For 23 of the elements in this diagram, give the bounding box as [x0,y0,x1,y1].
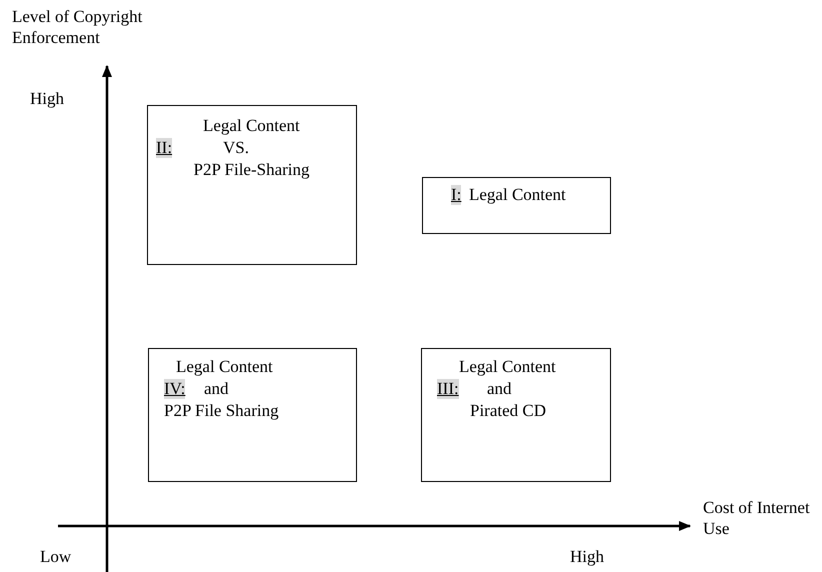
quadrant-text: P2P File-Sharing [194,160,310,180]
quadrant-numeral: III: [437,379,459,399]
quadrant-box [422,177,611,234]
axis-title: Level of Copyright Enforcement [12,6,144,48]
quadrant-text: Legal Content [176,357,273,377]
quadrant-box [148,348,357,482]
quadrant-text: P2P File Sharing [164,401,279,421]
quadrant-text: Legal Content [459,357,556,377]
quadrant-box [421,348,611,482]
quadrant-text: Pirated CD [470,401,546,421]
axis-title: Cost of Internet Use [703,497,811,539]
quadrant-text: and [204,379,229,399]
quadrant-text: Legal Content [469,185,566,205]
quadrant-text: Legal Content [203,116,300,136]
quadrant-numeral: II: [156,138,172,158]
axis-tick-label: Low [40,546,72,567]
axis-tick-label: High [570,546,604,567]
quadrant-box [147,105,357,265]
axis-tick-label: High [30,88,64,109]
quadrant-text: VS. [223,138,249,158]
quadrant-text: and [487,379,512,399]
quadrant-numeral: IV: [164,379,186,399]
quadrant-numeral: I: [451,185,462,205]
